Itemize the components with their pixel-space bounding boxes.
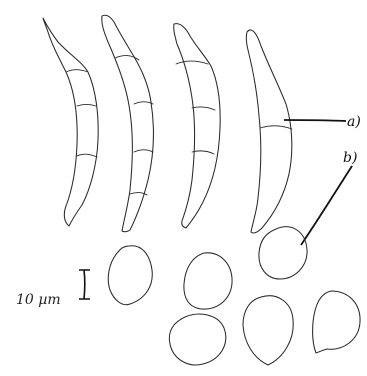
conidium-2	[102, 15, 154, 231]
label-b: b)	[343, 150, 357, 166]
spore-4	[169, 314, 225, 365]
label-a-group: a)	[284, 114, 361, 130]
conidium-3	[174, 24, 220, 228]
spore-1	[108, 246, 152, 305]
scale-bar-label: 10 µm	[16, 292, 61, 308]
conidium-1	[43, 18, 98, 226]
spore-3	[259, 227, 307, 279]
label-a-leader	[284, 120, 346, 121]
label-a: a)	[347, 114, 361, 130]
spore-6	[313, 291, 360, 353]
spore-2	[184, 253, 232, 309]
conidium-4	[246, 30, 292, 233]
scale-bar-group: 10 µm	[16, 270, 90, 308]
spore-5	[243, 296, 293, 365]
label-b-leader	[301, 166, 352, 245]
label-b-group: b)	[301, 150, 357, 245]
scale-bar	[79, 270, 90, 299]
